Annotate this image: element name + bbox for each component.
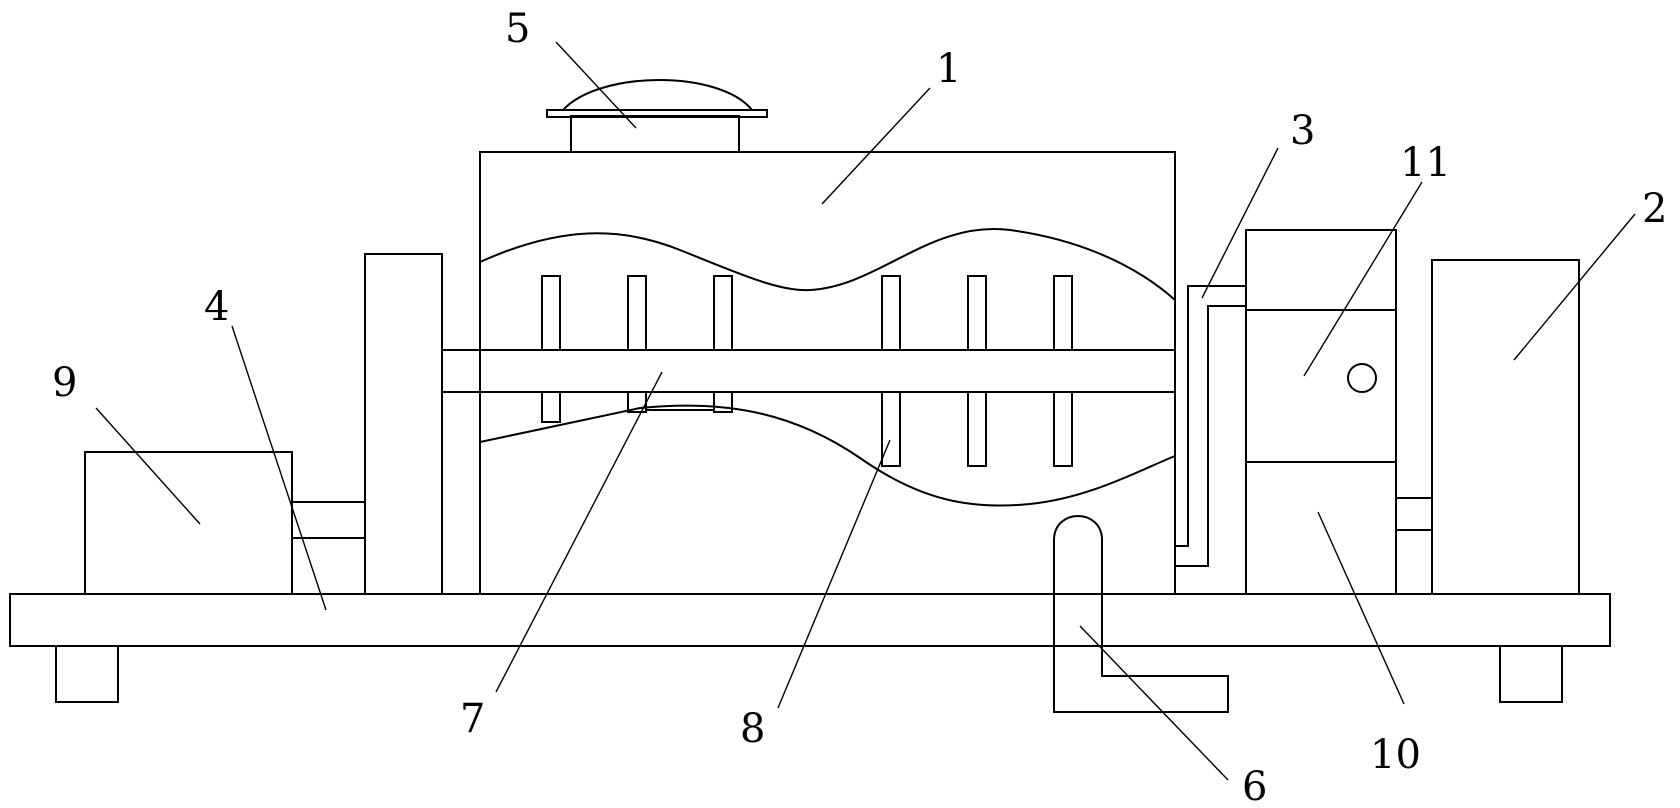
pump-unit: [1246, 230, 1432, 594]
label-3: 3: [1290, 108, 1315, 154]
discharge-pipe: [1054, 516, 1228, 712]
label-4: 4: [204, 284, 229, 330]
stirring-shaft: [442, 350, 1175, 392]
part-labels: 1 2 3 4 5 6 7 8 9 10 11: [52, 6, 1667, 808]
connecting-pipe: [1175, 286, 1246, 566]
label-9: 9: [52, 360, 77, 406]
label-8: 8: [740, 706, 765, 752]
label-11: 11: [1400, 140, 1451, 186]
label-7: 7: [460, 696, 485, 742]
label-10: 10: [1370, 732, 1421, 778]
mixing-tank: [480, 152, 1175, 594]
label-2: 2: [1642, 186, 1667, 232]
label-1: 1: [936, 46, 961, 92]
motor-box: [85, 452, 365, 594]
base-plate: [10, 594, 1610, 646]
stirring-blades: [542, 276, 1072, 466]
label-5: 5: [505, 6, 530, 52]
label-6: 6: [1242, 764, 1267, 808]
left-support-column: [365, 254, 442, 594]
foot-right: [1500, 646, 1562, 702]
foot-left: [56, 646, 118, 702]
feed-inlet: [547, 80, 767, 152]
right-box: [1432, 260, 1579, 594]
